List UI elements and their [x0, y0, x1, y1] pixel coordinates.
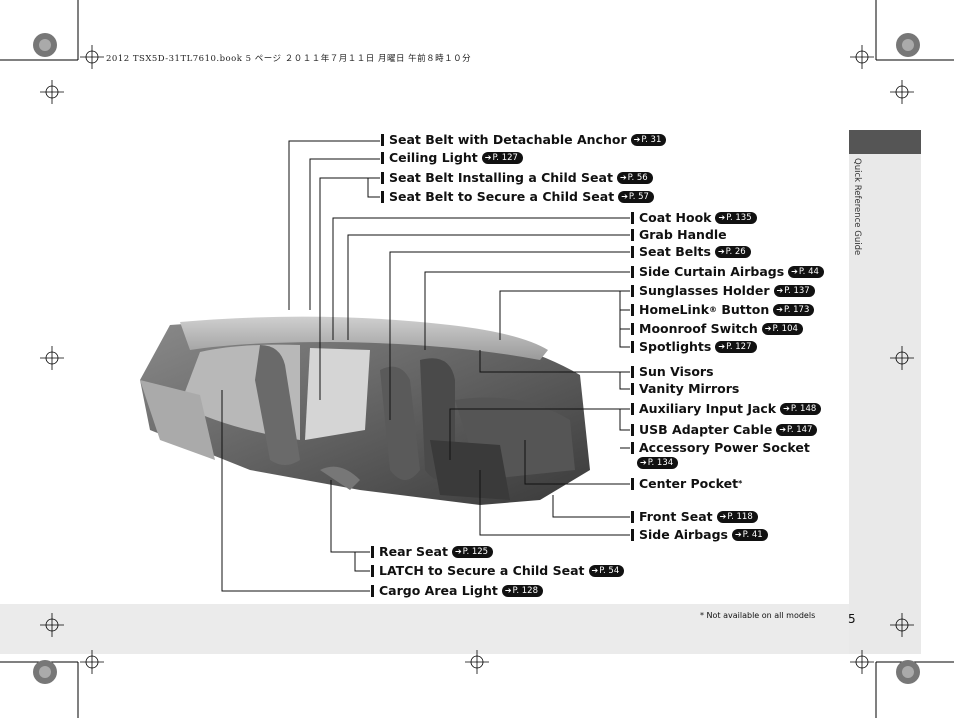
label-center-pocket[interactable]: Center Pocket* [631, 476, 742, 491]
page-ref-button[interactable]: ➔P. 127 [481, 151, 523, 164]
page-ref-button[interactable]: ➔P. 147 [776, 423, 818, 436]
leader-lines [221, 140, 630, 592]
label-latch[interactable]: LATCH to Secure a Child Seat➔P. 54 [371, 563, 625, 578]
arrow-right-icon: ➔ [504, 585, 512, 595]
label-rear-seat[interactable]: Rear Seat➔P. 125 [371, 544, 494, 559]
label-ceiling-light[interactable]: Ceiling Light➔P. 127 [381, 150, 523, 165]
label-usb-adapter-cable[interactable]: USB Adapter Cable➔P. 147 [631, 422, 818, 437]
page-ref-button[interactable]: ➔P. 104 [761, 322, 803, 335]
label-homelink-button[interactable]: HomeLink® Button➔P. 173 [631, 302, 815, 317]
arrow-right-icon: ➔ [633, 134, 641, 144]
label-seat-belt-secure-child-seat[interactable]: Seat Belt to Secure a Child Seat➔P. 57 [381, 189, 654, 204]
label-coat-hook[interactable]: Coat Hook➔P. 135 [631, 210, 757, 225]
arrow-right-icon: ➔ [619, 172, 627, 182]
arrow-right-icon: ➔ [717, 246, 725, 256]
footnote: * Not available on all models [700, 611, 816, 620]
arrow-right-icon: ➔ [776, 304, 783, 314]
label-grab-handle[interactable]: Grab Handle [631, 227, 727, 242]
label-auxiliary-input-jack[interactable]: Auxiliary Input Jack➔P. 148 [631, 401, 822, 416]
label-sunglasses-holder[interactable]: Sunglasses Holder➔P. 137 [631, 283, 815, 298]
label-seat-belt-detachable-anchor[interactable]: Seat Belt with Detachable Anchor➔P. 31 [381, 132, 667, 147]
side-panel [849, 130, 921, 654]
crosshair-icons [40, 45, 914, 674]
print-header: 2012 TSX5D-31TL7610.book 5 ページ ２０１１年７月１１… [106, 54, 472, 64]
label-sun-visors[interactable]: Sun Visors [631, 364, 714, 379]
page-ref-button[interactable]: ➔P. 134 [637, 457, 679, 469]
bottom-band [0, 604, 921, 654]
registration-target-icons [33, 33, 920, 684]
label-front-seat[interactable]: Front Seat➔P. 118 [631, 509, 758, 524]
page-ref-button[interactable]: ➔P. 128 [501, 584, 543, 597]
arrow-right-icon: ➔ [776, 285, 784, 295]
arrow-right-icon: ➔ [791, 266, 798, 276]
page-ref-button[interactable]: ➔P. 31 [630, 133, 667, 146]
page-ref-button[interactable]: ➔P. 137 [773, 284, 815, 297]
arrow-right-icon: ➔ [764, 323, 772, 333]
page-ref-button[interactable]: ➔P. 26 [714, 245, 751, 258]
page-ref-button[interactable]: ➔P. 173 [773, 303, 815, 316]
page-ref-button[interactable]: ➔P. 56 [616, 171, 653, 184]
page-ref-button[interactable]: ➔P. 54 [588, 564, 625, 577]
page-ref-button[interactable]: ➔P. 125 [451, 545, 494, 558]
arrow-right-icon: ➔ [640, 458, 647, 467]
label-vanity-mirrors[interactable]: Vanity Mirrors [631, 381, 739, 396]
label-accessory-power-socket-ref[interactable]: ➔P. 134 [637, 457, 679, 469]
label-cargo-area-light[interactable]: Cargo Area Light➔P. 128 [371, 583, 543, 598]
label-seat-belts[interactable]: Seat Belts➔P. 26 [631, 244, 751, 259]
arrow-right-icon: ➔ [779, 424, 787, 434]
label-seat-belt-installing-child-seat[interactable]: Seat Belt Installing a Child Seat➔P. 56 [381, 170, 653, 185]
arrow-right-icon: ➔ [718, 212, 726, 222]
side-label: Quick Reference Guide [852, 158, 862, 256]
label-spotlights[interactable]: Spotlights➔P. 127 [631, 339, 757, 354]
page-ref-button[interactable]: ➔P. 57 [618, 190, 654, 203]
arrow-right-icon: ➔ [718, 341, 726, 351]
page-ref-button[interactable]: ➔P. 41 [731, 528, 768, 541]
page-ref-button[interactable]: ➔P. 148 [780, 402, 822, 415]
arrow-right-icon: ➔ [454, 546, 462, 556]
arrow-right-icon: ➔ [484, 152, 492, 162]
arrow-right-icon: ➔ [783, 403, 790, 413]
label-side-curtain-airbags[interactable]: Side Curtain Airbags➔P. 44 [631, 264, 824, 279]
page-number: 5 [848, 612, 856, 626]
page-ref-button[interactable]: ➔P. 44 [788, 265, 824, 278]
arrow-right-icon: ➔ [591, 565, 599, 575]
arrow-right-icon: ➔ [621, 191, 628, 201]
label-moonroof-switch[interactable]: Moonroof Switch➔P. 104 [631, 321, 803, 336]
side-tab [849, 130, 921, 154]
page-ref-button[interactable]: ➔P. 135 [715, 211, 757, 224]
label-side-airbags[interactable]: Side Airbags➔P. 41 [631, 527, 768, 542]
page-ref-button[interactable]: ➔P. 127 [715, 340, 757, 353]
arrow-right-icon: ➔ [719, 511, 727, 521]
page-ref-button[interactable]: ➔P. 118 [716, 510, 758, 523]
label-accessory-power-socket[interactable]: Accessory Power Socket [631, 440, 810, 455]
arrow-right-icon: ➔ [734, 529, 742, 539]
